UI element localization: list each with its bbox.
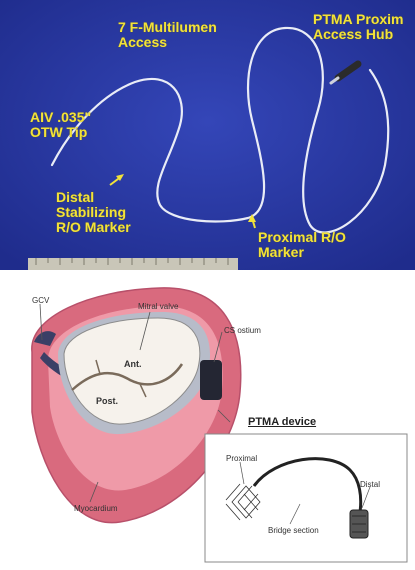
label-line: Access Hub (313, 27, 404, 42)
label-line: OTW Tip (30, 125, 91, 140)
label-bridge-section: Bridge section (268, 526, 319, 535)
heart-diagram (0, 272, 415, 570)
anatomy-illustration: GCV Mitral valve CS ostium Ant. Post. My… (0, 272, 415, 570)
label-access-hub: PTMA Proxim Access Hub (313, 12, 404, 42)
label-anterior: Ant. (124, 360, 142, 369)
label-line: Marker (258, 245, 346, 260)
label-device-distal: Distal (360, 480, 380, 489)
label-multilumen-access: 7 F-Multilumen Access (118, 20, 217, 50)
label-line: Stabilizing (56, 205, 131, 220)
label-gcv: GCV (32, 296, 49, 305)
label-line: Access (118, 35, 217, 50)
label-line: R/O Marker (56, 220, 131, 235)
label-posterior: Post. (96, 397, 118, 406)
label-distal-marker: Distal Stabilizing R/O Marker (56, 190, 131, 235)
label-proximal-marker: Proximal R/O Marker (258, 230, 346, 260)
label-line: AIV .035" (30, 110, 91, 125)
label-myocardium: Myocardium (74, 504, 118, 513)
label-cs-ostium: CS ostium (224, 326, 261, 335)
label-device-proximal: Proximal (226, 454, 257, 463)
label-mitral-valve: Mitral valve (138, 302, 178, 311)
label-line: 7 F-Multilumen (118, 20, 217, 35)
catheter-photo: 7 F-Multilumen Access PTMA Proxim Access… (0, 0, 415, 270)
label-line: Distal (56, 190, 131, 205)
label-ptma-device: PTMA device (248, 418, 316, 427)
label-line: PTMA Proxim (313, 12, 404, 27)
label-otw-tip: AIV .035" OTW Tip (30, 110, 91, 140)
label-line: Proximal R/O (258, 230, 346, 245)
